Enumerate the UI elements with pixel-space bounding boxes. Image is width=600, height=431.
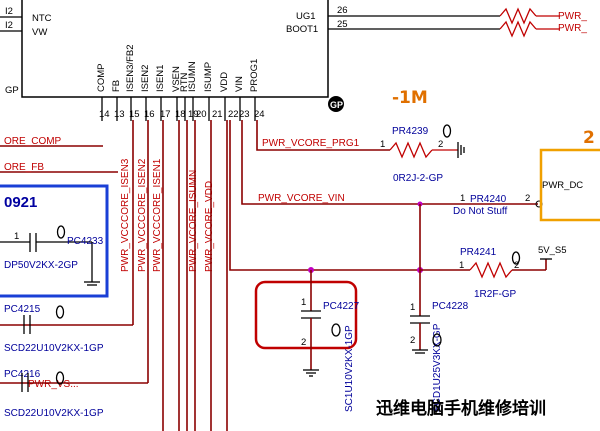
pc4215-ref: PC4215 — [4, 304, 41, 315]
ic-pin-num-20: 20 — [196, 109, 207, 120]
pr4241-pin2: 2 — [514, 260, 519, 271]
gp-icon-r4241 — [511, 251, 521, 265]
ic-pin-vw: VW — [32, 27, 47, 38]
net-pwr-ug1: PWR_ — [558, 11, 587, 22]
pc4233-pin1: 1 — [14, 231, 19, 242]
net-pwr-vs: PWR_VS... — [28, 379, 79, 390]
ic-left-gp-label: GP — [5, 85, 19, 96]
pr4241-pin1: 1 — [459, 260, 464, 271]
pc4227-value: SC1U10V2KX-1GP — [344, 325, 355, 412]
ic-pin-num-13: 13 — [114, 109, 125, 120]
net-vdd: PWR_VCORE_VDD — [204, 181, 215, 272]
net-isen2: PWR_VCCCORE_ISEN2 — [137, 158, 148, 272]
ic-pin-name-20: ISUMN — [187, 61, 198, 92]
gp-icon-c4228 — [432, 333, 442, 347]
ic-pin-name-16: ISEN2 — [140, 65, 151, 92]
pc4227-pin2: 2 — [301, 337, 306, 348]
net-ore-fb: ORE_FB — [4, 162, 44, 173]
net-prg1: PWR_VCORE_PRG1 — [262, 138, 360, 149]
ic-left-i2-label: I2 — [5, 6, 13, 17]
ic-pin-name-17: ISEN1 — [155, 65, 166, 92]
gp-icon-c4215 — [55, 305, 65, 319]
pr4239-ref: PR4239 — [392, 126, 429, 137]
gp-badge-icon — [328, 96, 344, 112]
pc4233-value: DP50V2KX-2GP — [4, 260, 78, 271]
pc4228-value: SCD1U25V3KX-GP — [432, 323, 443, 412]
gp-icon-c4227 — [331, 323, 341, 337]
ic-pin-name-13: FB — [111, 80, 122, 92]
net-ore-comp: ORE_COMP — [4, 136, 62, 147]
page-title-fragment: -1M — [392, 88, 428, 108]
right-block-num: 2 — [583, 128, 595, 148]
ic-pin-26-num: 26 — [337, 5, 348, 16]
ic-left-i2-label-2: I2 — [5, 20, 13, 31]
pc4227-ref: PC4227 — [323, 301, 360, 312]
pr4241-ref: PR4241 — [460, 247, 497, 258]
ic-pin-name-23: VIN — [234, 76, 245, 92]
gp-icon-c4216 — [55, 371, 65, 385]
pwr-dc-label: PWR_DC — [542, 180, 583, 191]
ic-body — [21, 0, 329, 98]
ic-pin-name-18: VSEN — [171, 66, 182, 92]
pr4239-value: 0R2J-2-GP — [393, 173, 443, 184]
gp-icon-r4239 — [442, 124, 452, 138]
pr4239-pin2: 2 — [438, 139, 443, 150]
pr4240-ref: PR4240 — [470, 194, 507, 205]
net-5v-s5: 5V_S5 — [538, 245, 567, 256]
ic-pin-name-14: COMP — [96, 64, 107, 93]
ic-pin-ug1: UG1 — [296, 11, 316, 22]
pc4227-pin1: 1 — [301, 297, 306, 308]
pc4228-ref: PC4228 — [432, 301, 469, 312]
ic-pin-num-23: 23 — [239, 109, 250, 120]
pc4233-ref: PC4233 — [67, 236, 104, 247]
ic-pin-num-18: 18 — [175, 109, 186, 120]
pr4240-pin2: 2 — [525, 193, 530, 204]
pc4216-value: SCD22U10V2KX-1GP — [4, 408, 104, 419]
left-block-frame — [0, 184, 109, 298]
net-isumn: PWR_VCORE_ISUMN — [188, 170, 199, 272]
pc4228-pin1: 1 — [410, 302, 415, 313]
left-block-label: 0921 — [4, 194, 37, 211]
ic-pin-name-15: ISEN3/FB2 — [125, 44, 136, 92]
ic-pin-25-num: 25 — [337, 19, 348, 30]
ic-pin-num-15: 15 — [129, 109, 140, 120]
ic-pin-ntc: NTC — [32, 13, 52, 24]
watermark-text: 迅维电脑手机维修培训 — [376, 398, 546, 419]
net-vin: PWR_VCORE_VIN — [258, 193, 345, 204]
ic-pin-num-24: 24 — [254, 109, 265, 120]
net-isen1: PWR_VCCCORE_ISEN1 — [152, 158, 163, 272]
ic-pin-num-21: 21 — [212, 109, 223, 120]
net-pwr-boot1: PWR_ — [558, 23, 587, 34]
pwr-dc-block — [539, 148, 600, 222]
gp-icon-c4233 — [56, 225, 66, 239]
ic-pin-num-22: 22 — [228, 109, 239, 120]
pr4239-pin1: 1 — [380, 139, 385, 150]
net-isen3: PWR_VCCCORE_ISEN3 — [120, 158, 131, 272]
ic-pin-name-21: ISUMP — [203, 62, 214, 92]
ic-pin-name-24: PROG1 — [249, 59, 260, 92]
pc4215-value: SCD22U10V2KX-1GP — [4, 343, 104, 354]
pr4241-value: 1R2F-GP — [474, 289, 517, 300]
pr4240-value: Do Not Stuff — [453, 206, 508, 217]
pc4228-pin2: 2 — [410, 335, 415, 346]
ic-pin-boot1: BOOT1 — [286, 24, 318, 35]
pc4227-highlight-box — [254, 280, 358, 350]
ic-pin-num-14: 14 — [99, 109, 110, 120]
gp-badge-text: GP — [330, 100, 343, 110]
pr4240-pin1: 1 — [460, 193, 465, 204]
ic-pin-name-22: VDD — [219, 72, 230, 92]
ic-pin-name-19: RTN — [179, 73, 190, 92]
ic-pin-num-16: 16 — [144, 109, 155, 120]
ic-pin-num-17: 17 — [160, 109, 171, 120]
